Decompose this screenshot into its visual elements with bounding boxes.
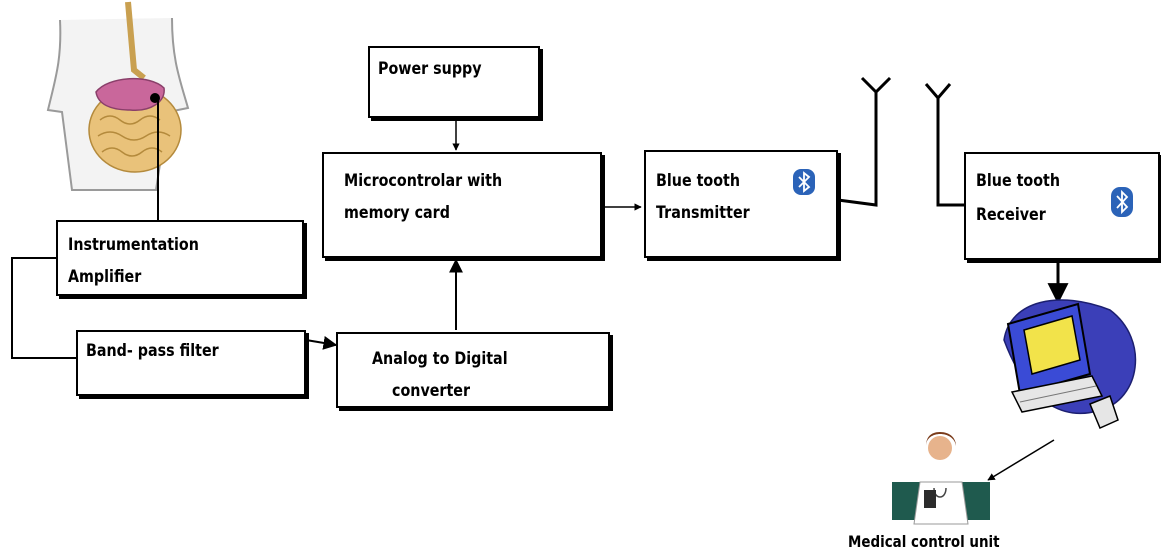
- adc-label-line2: converter: [392, 381, 471, 401]
- bluetooth-icon: [793, 169, 815, 195]
- receiver-label-line2: Receiver: [976, 205, 1046, 225]
- power-supply-label: Power suppy: [378, 59, 482, 79]
- microcontroller-label-line1: Microcontrolar with: [344, 171, 503, 191]
- receiver-label-line1: Blue tooth: [976, 171, 1061, 191]
- band-pass-filter-block: Band- pass filter: [76, 330, 306, 396]
- instrumentation-label-line2: Amplifier: [68, 267, 142, 287]
- adc-label-line1: Analog to Digital: [372, 349, 508, 369]
- bluetooth-transmitter-block: Blue tooth Transmitter: [644, 150, 838, 258]
- computer-to-doctor-arrow: [987, 439, 1055, 481]
- human-torso-icon: [46, 1, 190, 191]
- instrumentation-amplifier-block: Instrumentation Amplifier: [56, 220, 304, 296]
- bluetooth-receiver-block: Blue tooth Receiver: [964, 152, 1160, 260]
- instrumentation-label-line1: Instrumentation: [68, 235, 199, 255]
- filter-to-adc-arrow: [305, 336, 338, 350]
- medical-control-unit-label: Medical control unit: [848, 532, 1000, 551]
- transmitter-antenna-icon: [837, 76, 892, 207]
- microcontroller-label-line2: memory card: [344, 203, 450, 223]
- receiver-antenna-icon: [924, 83, 964, 207]
- transmitter-label-line1: Blue tooth: [656, 171, 741, 191]
- power-supply-block: Power suppy: [368, 46, 540, 118]
- adc-block: Analog to Digital converter: [336, 332, 610, 408]
- microcontroller-block: Microcontrolar with memory card: [322, 152, 602, 258]
- transmitter-label-line2: Transmitter: [656, 203, 750, 223]
- amp-to-filter-line: [11, 257, 76, 359]
- doctor-icon: [892, 432, 990, 525]
- bandpass-label: Band- pass filter: [86, 341, 219, 361]
- bluetooth-icon: [1111, 187, 1133, 217]
- computer-icon: [1003, 299, 1137, 429]
